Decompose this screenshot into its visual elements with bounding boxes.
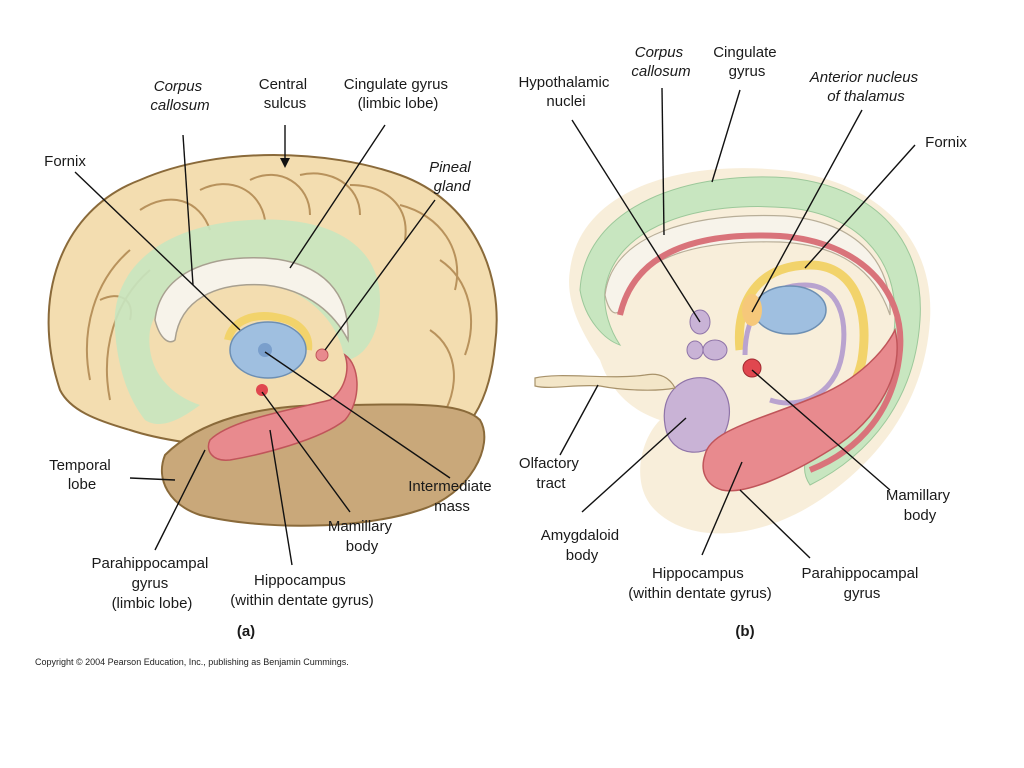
- mamillary-body-a: [256, 384, 268, 396]
- panel-b-labels: Corpus callosum Cingulate gyrus Hypothal…: [518, 44, 967, 640]
- label-b-parahippocampal-gyrus: Parahippocampal gyrus: [802, 565, 923, 602]
- panel-a-illustration: [47, 154, 498, 527]
- label-b-fornix: Fornix: [925, 134, 967, 151]
- label-a-parahippocampal-gyrus: Parahippocampal gyrus (limbic lobe): [92, 555, 213, 612]
- fornix-arc-b: [617, 232, 904, 473]
- pineal-gland-a: [315, 348, 329, 362]
- label-a-cingulate-gyrus: Cingulate gyrus (limbic lobe): [344, 76, 452, 112]
- label-b-amygdaloid-body: Amygdaloid body: [541, 527, 624, 564]
- label-a-mamillary-body: Mamillary body: [328, 518, 396, 555]
- hippocampus-a: [207, 353, 358, 461]
- olfactory-tract-b: [534, 373, 676, 391]
- panel-a-labels: Corpus callosum Central sulcus Cingulate…: [44, 76, 496, 640]
- label-a-corpus-callosum: Corpus callosum: [150, 78, 209, 114]
- label-a-hippocampus: Hippocampus (within dentate gyrus): [230, 572, 373, 609]
- label-b-hippocampus: Hippocampus (within dentate gyrus): [628, 565, 771, 602]
- label-a-intermediate-mass: Intermediate mass: [408, 478, 496, 515]
- thalamus-b: [753, 285, 827, 335]
- panel-a-caption: (a): [237, 623, 255, 640]
- copyright-line: Copyright © 2004 Pearson Education, Inc.…: [35, 657, 349, 667]
- label-b-anterior-nucleus: Anterior nucleus of thalamus: [809, 69, 923, 105]
- label-a-temporal-lobe: Temporal lobe: [49, 457, 115, 493]
- label-b-olfactory-tract: Olfactory tract: [519, 455, 583, 492]
- panel-b-illustration: [534, 168, 931, 534]
- label-b-cingulate-gyrus: Cingulate gyrus: [713, 44, 781, 80]
- corpus-callosum-a: [154, 256, 349, 343]
- label-b-corpus-callosum: Corpus callosum: [631, 44, 690, 80]
- panel-a-leaders: [74, 124, 451, 566]
- label-a-pineal-gland: Pineal gland: [429, 159, 475, 195]
- label-b-hypothalamic-nuclei: Hypothalamic nuclei: [518, 74, 613, 110]
- panel-b-leaders: [559, 87, 916, 559]
- label-a-fornix: Fornix: [44, 153, 86, 170]
- label-b-mamillary-body: Mamillary body: [886, 487, 954, 524]
- label-a-central-sulcus: Central sulcus: [259, 76, 312, 112]
- hippocampus-b: [702, 327, 898, 492]
- mamillary-body-b: [742, 358, 762, 378]
- intermediate-mass-a: [258, 343, 272, 357]
- amygdaloid-body-b: [663, 377, 730, 453]
- panel-b-caption: (b): [735, 623, 754, 640]
